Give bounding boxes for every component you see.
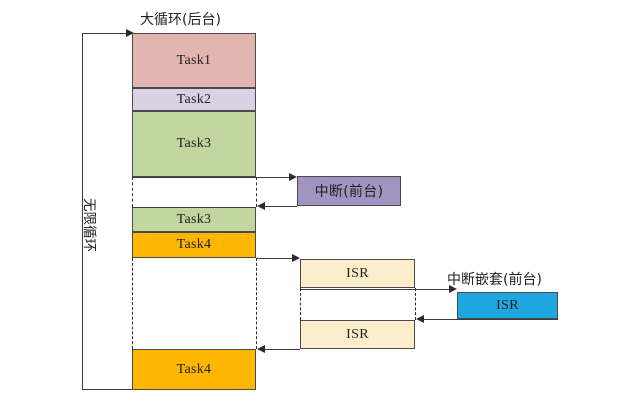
isr-gap-dashed-left bbox=[300, 288, 301, 320]
arrow-return-nested-isr-icon bbox=[416, 314, 424, 323]
arrow-enter-interrupt-icon bbox=[289, 172, 297, 181]
block-isr-nested: ISR bbox=[457, 292, 558, 319]
block-preempt-gap-2 bbox=[132, 258, 256, 349]
block-task3-second: Task3 bbox=[132, 207, 256, 232]
block-preempt-gap-1 bbox=[132, 177, 256, 207]
arrow-line-enter-interrupt bbox=[256, 177, 290, 178]
gap2-dashed-right bbox=[256, 258, 257, 349]
block-task1: Task1 bbox=[132, 33, 256, 88]
block-task2: Task2 bbox=[132, 88, 256, 111]
block-task4-first: Task4 bbox=[132, 232, 256, 258]
gap2-dashed-left bbox=[132, 258, 133, 349]
block-task3-first: Task3 bbox=[132, 111, 256, 177]
arrow-line-return-isr bbox=[264, 349, 300, 350]
main-loop-title: 大循环(后台) bbox=[140, 12, 221, 28]
loop-arrowhead-icon bbox=[126, 28, 134, 37]
arrow-return-isr-icon bbox=[257, 344, 265, 353]
loop-vertical-line bbox=[82, 33, 83, 390]
block-interrupt: 中断(前台) bbox=[297, 176, 401, 206]
arrow-enter-isr-icon bbox=[292, 253, 300, 262]
loop-top-line bbox=[82, 33, 128, 34]
block-task4-second: Task4 bbox=[132, 349, 256, 390]
arrow-return-interrupt-icon bbox=[257, 201, 265, 210]
infinite-loop-label: 无限循环 bbox=[81, 198, 97, 252]
loop-bottom-line bbox=[82, 389, 132, 390]
gap1-dashed-right bbox=[256, 177, 257, 207]
arrow-line-return-interrupt bbox=[264, 206, 297, 207]
arrow-line-return-nested-isr bbox=[423, 319, 558, 320]
block-isr-second: ISR bbox=[300, 320, 415, 349]
block-isr-first: ISR bbox=[300, 259, 415, 288]
gap1-dashed-left bbox=[132, 177, 133, 207]
isr-gap-dashed-right bbox=[415, 288, 416, 320]
gap1-bottom-edge bbox=[132, 207, 256, 208]
arrow-line-enter-isr bbox=[256, 258, 293, 259]
nested-interrupt-title: 中断嵌套(前台) bbox=[447, 272, 542, 288]
arrow-enter-nested-isr-icon bbox=[449, 284, 457, 293]
arrow-line-enter-nested-isr bbox=[300, 289, 450, 290]
gap1-top-edge bbox=[132, 177, 256, 178]
